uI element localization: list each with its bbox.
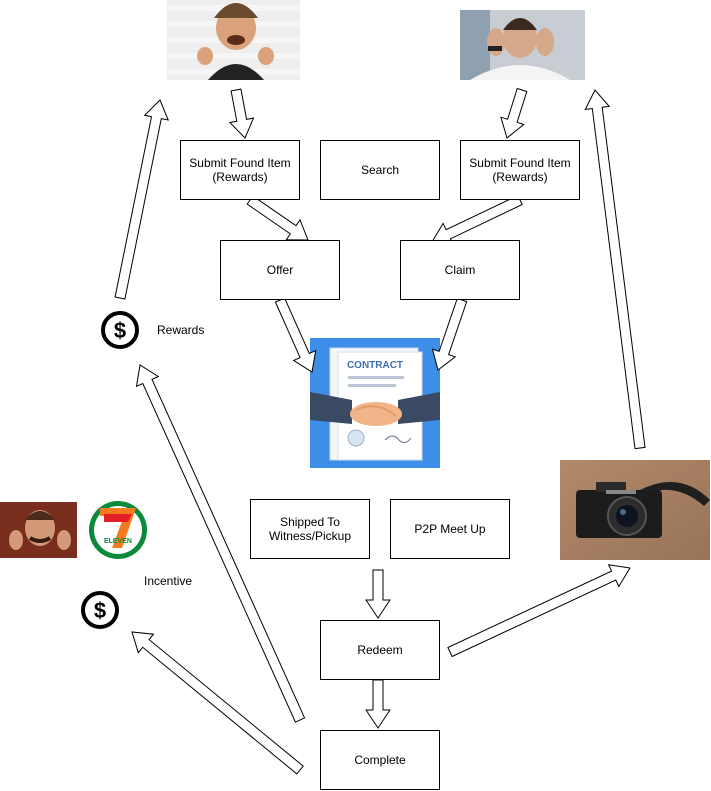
- excited-man-image: [167, 0, 300, 80]
- complete-box[interactable]: Complete: [320, 730, 440, 790]
- block-arrow: [228, 88, 255, 139]
- submit-found-item-box-left[interactable]: Submit Found Item (Rewards): [180, 140, 300, 200]
- offer-box[interactable]: Offer: [220, 240, 340, 300]
- redeem-box[interactable]: Redeem: [320, 620, 440, 680]
- block-arrow: [135, 364, 306, 723]
- stressed-man-image: [460, 10, 585, 80]
- incentive-label: Incentive: [144, 574, 193, 588]
- search-box[interactable]: Search: [320, 140, 440, 200]
- block-arrow: [274, 297, 317, 373]
- p2p-meet-up-box[interactable]: P2P Meet Up: [390, 499, 510, 559]
- flow-arrows: [114, 87, 646, 775]
- block-arrow: [584, 89, 646, 450]
- camera-image: [560, 460, 710, 560]
- block-arrow: [246, 195, 309, 241]
- shipped-to-witness-box[interactable]: Shipped To Witness/Pickup: [250, 499, 370, 559]
- block-arrow: [431, 194, 523, 246]
- block-arrow: [365, 569, 391, 619]
- man-face-image: [0, 502, 77, 558]
- block-arrow: [114, 99, 170, 300]
- svg-text:$: $: [114, 318, 126, 343]
- block-arrow: [447, 564, 631, 658]
- dollar-coin-icon: $: [101, 311, 139, 349]
- block-arrow: [431, 297, 468, 371]
- claim-box[interactable]: Claim: [400, 240, 520, 300]
- svg-text:$: $: [94, 598, 106, 623]
- seven-eleven-logo: ELEVEN: [89, 501, 147, 559]
- rewards-label: Rewards: [157, 323, 205, 337]
- contract-title: CONTRACT: [347, 360, 403, 371]
- submit-found-item-box-right[interactable]: Submit Found Item (Rewards): [460, 140, 580, 200]
- block-arrow: [500, 87, 528, 139]
- block-arrow: [131, 631, 304, 775]
- dollar-coin-icon: $: [81, 591, 119, 629]
- block-arrow: [365, 679, 391, 729]
- seven-eleven-wordmark: ELEVEN: [104, 538, 132, 545]
- contract-handshake-image: CONTRACT: [310, 338, 440, 468]
